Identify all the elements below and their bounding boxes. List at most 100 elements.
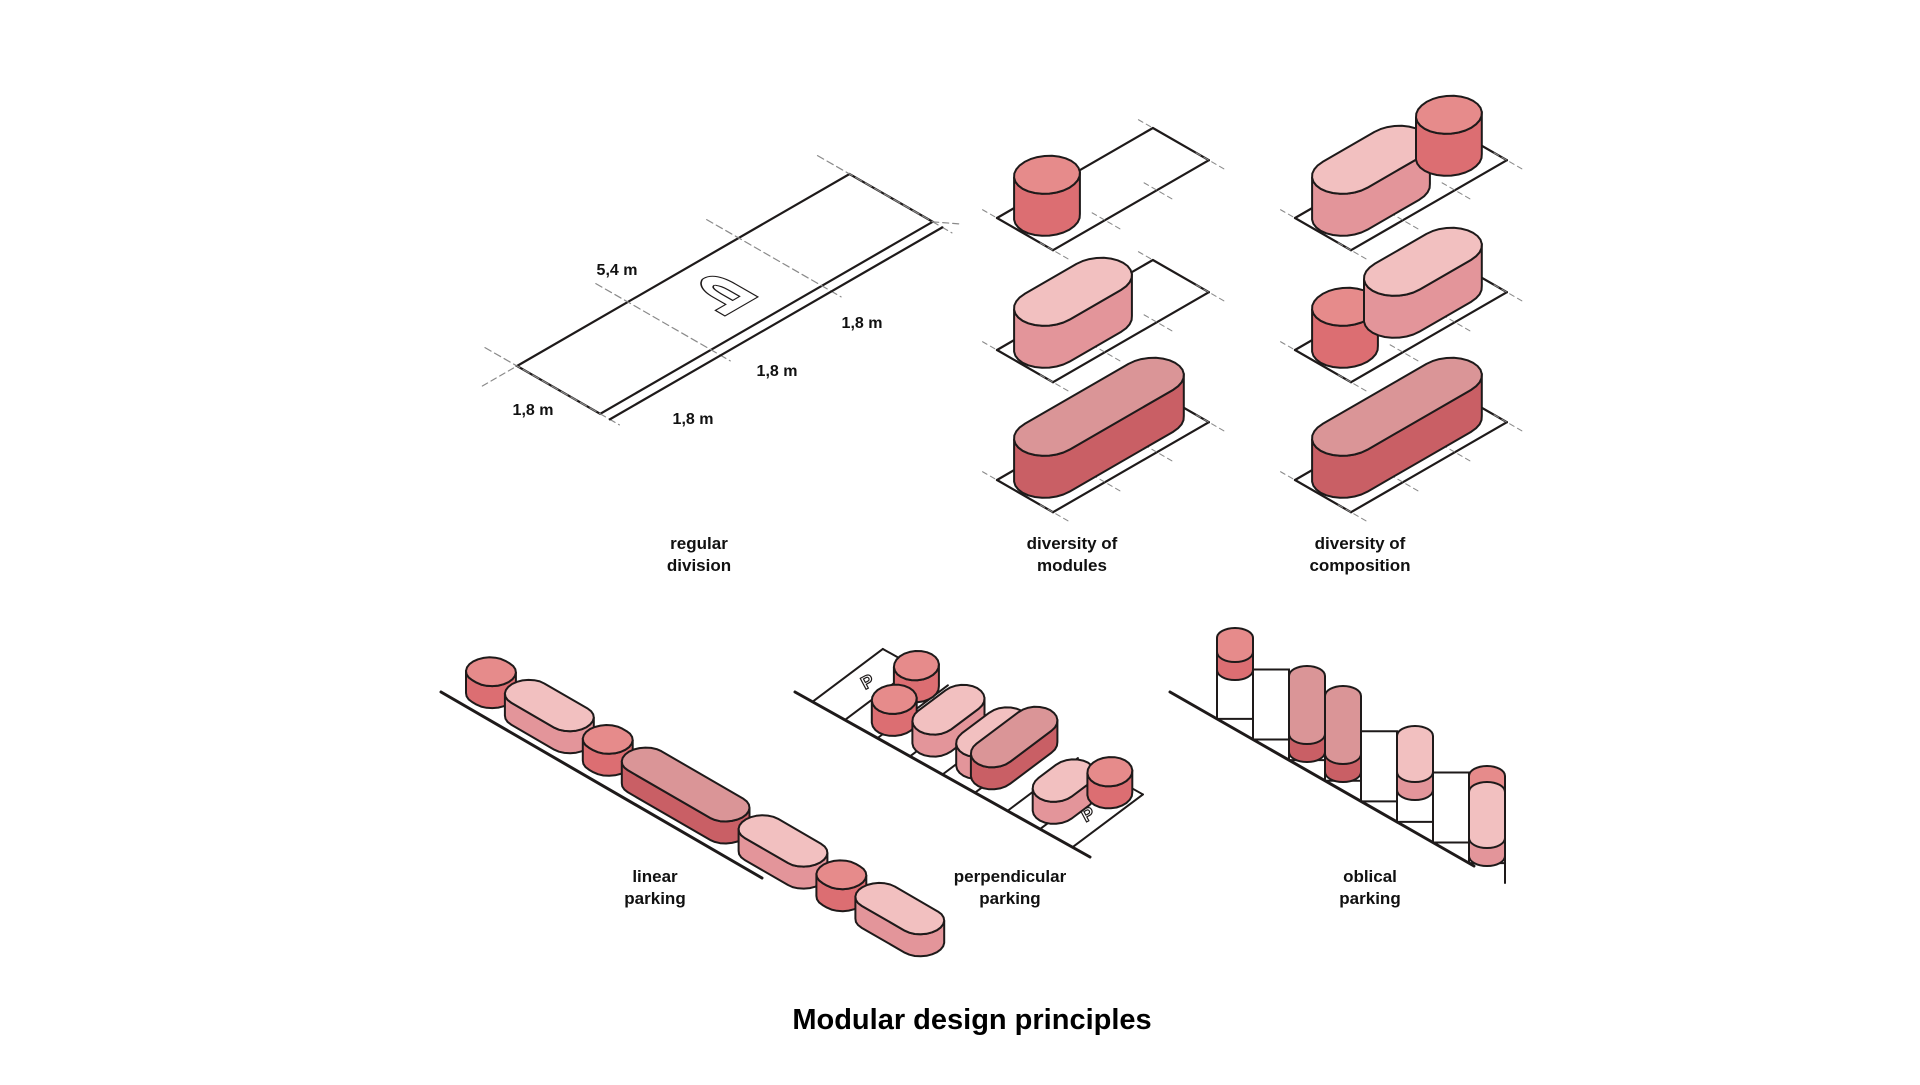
- module-row: [982, 251, 1228, 393]
- module-top-face: [620, 746, 751, 823]
- label-line: parking: [979, 889, 1041, 908]
- module-row: [1280, 94, 1526, 261]
- label-regular-division: regular division: [667, 533, 731, 577]
- module-row: [1280, 356, 1526, 523]
- dimension-segment-1-label: 1,8 m: [672, 411, 714, 428]
- module-top-face: [1363, 226, 1483, 297]
- division-dash-line: [816, 155, 953, 234]
- slot-dash: [1280, 341, 1296, 351]
- stall-line: [1071, 793, 1144, 849]
- module-top-face: [737, 814, 829, 868]
- diversity-of-modules-drawing: [982, 119, 1228, 523]
- oblical-parking-drawing: [1168, 627, 1506, 884]
- slot-dash: [1493, 414, 1526, 433]
- slot-dash: [1091, 344, 1124, 363]
- module-top-face: [1013, 256, 1133, 327]
- label-diversity-of-composition: diversity of composition: [1309, 533, 1410, 577]
- dimension-line: [608, 226, 944, 421]
- dimension-segment-3-label: 1,8 m: [841, 315, 883, 332]
- label-line: regular: [670, 534, 728, 553]
- label-line: perpendicular: [953, 867, 1067, 886]
- oblique-stall-outline: [1252, 668, 1290, 761]
- label-line: linear: [632, 867, 678, 886]
- module-top-face: [1468, 781, 1506, 849]
- parking-pad-outline: [514, 172, 935, 416]
- linear-module-medium: [503, 678, 595, 755]
- division-dash-line: [706, 219, 842, 298]
- pad-edge: [1349, 421, 1508, 514]
- pad-edge: [1349, 159, 1508, 252]
- slot-dash: [1389, 474, 1422, 493]
- oblique-stall-outline: [1432, 771, 1470, 864]
- module-top-face: [1013, 154, 1081, 195]
- module-row: [1280, 226, 1526, 393]
- module-top-face: [503, 678, 595, 733]
- diversity-of-composition-drawing: [1280, 94, 1526, 523]
- slot-dash: [1195, 152, 1228, 171]
- perpendicular-module-small: [870, 683, 918, 737]
- linear-parking-drawing: [439, 656, 946, 958]
- regular-division-drawing: [481, 155, 962, 426]
- dimension-length-label: 5,4 m: [596, 262, 638, 279]
- road-curb-line: [439, 690, 764, 880]
- module-top-face: [1311, 356, 1483, 457]
- label-line: diversity of: [1026, 534, 1118, 553]
- module-top-face: [854, 881, 946, 936]
- perpendicular-parking-drawing: PP: [793, 647, 1144, 859]
- module-top-face: [1031, 758, 1097, 803]
- dimension-width-label: 1,8 m: [512, 402, 554, 419]
- pad-edge: [1051, 291, 1210, 384]
- slot-dash: [1441, 314, 1474, 333]
- extension-dash: [481, 365, 518, 387]
- label-line: division: [666, 556, 732, 575]
- slot-dash: [1039, 504, 1072, 523]
- label-diversity-of-modules: diversity of modules: [1027, 533, 1118, 577]
- module-top-face: [870, 683, 918, 715]
- module-top-face: [892, 650, 940, 682]
- road-curb-line: [1168, 690, 1476, 868]
- slot-dash: [1195, 284, 1228, 303]
- slot-dash: [1137, 119, 1154, 129]
- label-line: diversity of: [1314, 534, 1406, 553]
- extension-dash: [932, 221, 962, 225]
- oblical-module-large: [1324, 685, 1362, 783]
- slot-dash: [1137, 251, 1154, 261]
- label-line: composition: [1309, 556, 1411, 575]
- division-dash-line: [484, 347, 621, 426]
- slot-dash: [1441, 444, 1474, 463]
- module-top-face: [1288, 665, 1326, 745]
- module-large: [1013, 356, 1185, 499]
- slot-dash: [1441, 182, 1474, 201]
- label-perpendicular-parking: perpendicular parking: [954, 866, 1066, 910]
- module-top-face: [581, 724, 634, 755]
- slot-dash: [1337, 504, 1370, 523]
- slot-dash: [1493, 152, 1526, 171]
- module-top-face: [969, 705, 1059, 769]
- slot-dash: [1143, 444, 1176, 463]
- slot-dash: [1091, 474, 1124, 493]
- slot-dash: [1143, 182, 1176, 201]
- module-medium: [1311, 124, 1431, 237]
- module-top-face: [1216, 627, 1254, 663]
- slot-dash: [1389, 344, 1422, 363]
- perpendicular-module-medium: [911, 683, 986, 758]
- label-line: parking: [624, 889, 686, 908]
- label-oblical-parking: oblical parking: [1339, 866, 1400, 910]
- linear-module-small: [815, 859, 868, 913]
- slot-dash: [1039, 242, 1072, 261]
- slot-dash: [1389, 212, 1422, 231]
- label-line: modules: [1037, 556, 1107, 575]
- slot-dash: [982, 471, 998, 481]
- linear-module-medium: [737, 814, 829, 890]
- slot-dash: [1280, 209, 1296, 219]
- pad-edge: [1051, 421, 1210, 514]
- linear-module-large: [620, 746, 751, 845]
- slot-dash: [1280, 471, 1296, 481]
- slot-dash: [1493, 284, 1526, 303]
- slot-dash: [1039, 374, 1072, 393]
- label-line: parking: [1339, 889, 1401, 908]
- division-dash-line: [595, 283, 731, 362]
- linear-module-medium: [854, 881, 946, 958]
